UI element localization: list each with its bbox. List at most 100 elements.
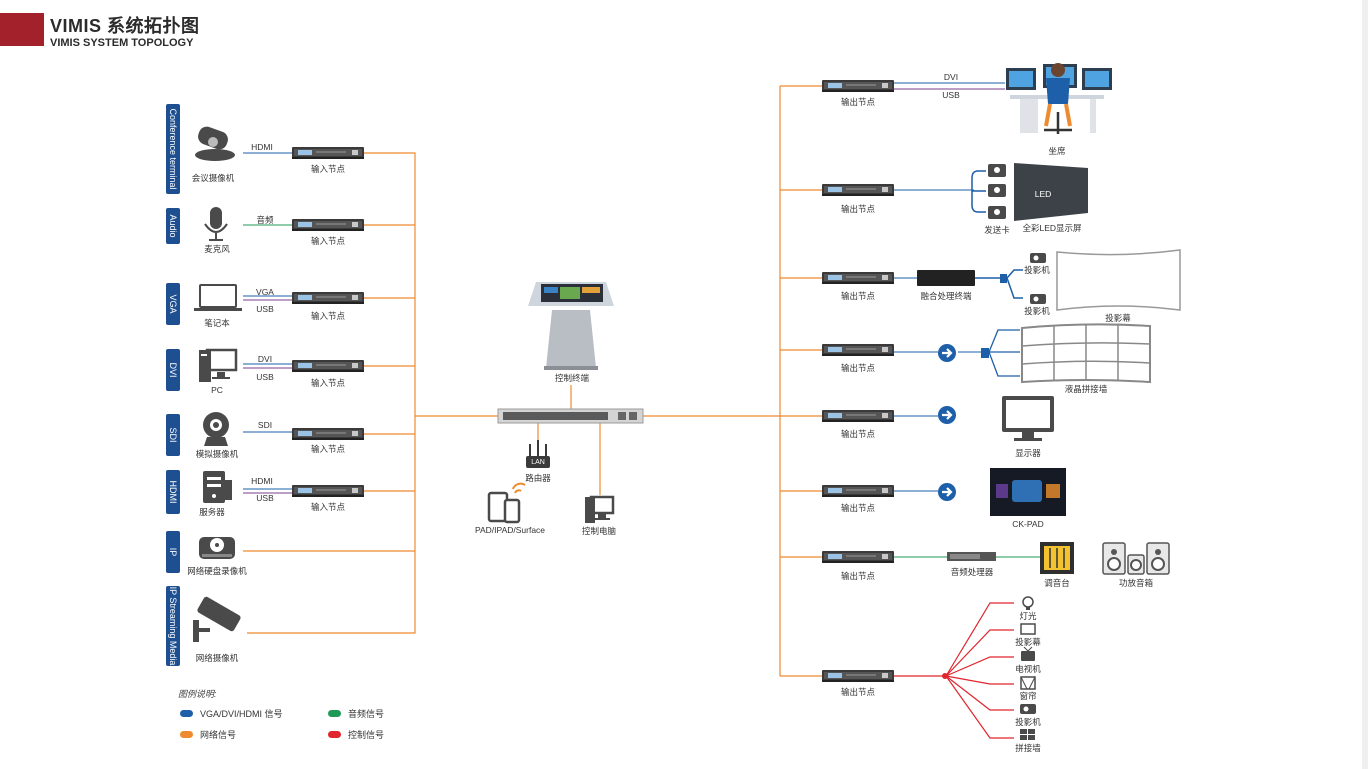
- arrow-right-icon: [936, 481, 958, 503]
- title-accent-bar: [0, 13, 44, 46]
- side-tab-sdi: SDI: [166, 414, 180, 456]
- legend-item-control: 控制信号: [328, 728, 384, 741]
- control-target-label: 拼接墙: [1015, 743, 1041, 753]
- output-node-label: 输出节点: [840, 97, 876, 107]
- input-node-label: 输入节点: [310, 444, 346, 454]
- page-title: VIMIS 系统拓扑图: [50, 16, 200, 36]
- control-terminal-label: 控制终端: [554, 373, 590, 383]
- projector-small-icon: [1020, 704, 1036, 714]
- control-signal-lines: [894, 602, 1014, 739]
- control-pc-icon: [585, 495, 615, 523]
- audio-processor-icon: [947, 552, 996, 561]
- control-target-label: 窗帘: [1019, 691, 1037, 701]
- input-node-label: 输入节点: [310, 164, 346, 174]
- legend-item-network: 网络信号: [180, 728, 236, 741]
- input-network-lines: [243, 85, 822, 677]
- signal-label: USB: [256, 372, 274, 382]
- device-label: 笔记本: [204, 318, 230, 328]
- webcam-icon: [203, 412, 229, 446]
- monitor-label: 显示器: [1015, 448, 1041, 458]
- ck-pad-label: CK-PAD: [1012, 519, 1044, 529]
- sending-card-icon: [988, 164, 1006, 219]
- input-node-label: 输入节点: [310, 311, 346, 321]
- mixer-label: 调音台: [1044, 578, 1070, 588]
- output-nodes: [822, 80, 894, 682]
- input-signal-lines: [243, 152, 292, 494]
- side-tab-ip: IP: [166, 531, 180, 573]
- output-node-label: 输出节点: [840, 363, 876, 373]
- device-label: 麦克风: [204, 244, 230, 254]
- signal-label: DVI: [943, 72, 959, 82]
- router-icon: [526, 440, 550, 468]
- mixer-icon: [1040, 542, 1074, 574]
- side-tab-conference-terminal: Conference terminal: [166, 104, 180, 194]
- curtain-icon: [1020, 676, 1036, 690]
- led-screen-icon: [1014, 163, 1088, 221]
- projection-screen-icon: [1056, 249, 1181, 311]
- signal-label: USB: [942, 90, 960, 100]
- audio-processor-label: 音频处理器: [950, 567, 994, 577]
- nvr-icon: [199, 537, 235, 559]
- light-icon: [1022, 596, 1034, 610]
- signal-label: HDMI: [251, 142, 273, 152]
- microphone-icon: [204, 207, 228, 241]
- speaker-label: 功放音箱: [1118, 578, 1154, 588]
- control-target-label: 投影幕: [1015, 637, 1041, 647]
- tablet-label: PAD/IPAD/Surface: [474, 525, 546, 535]
- side-tab-vga: VGA: [166, 283, 180, 325]
- input-node-label: 输入节点: [310, 378, 346, 388]
- output-node-label: 输出节点: [840, 204, 876, 214]
- blending-processor-label: 融合处理终端: [920, 291, 972, 301]
- ip-camera-icon: [193, 596, 241, 642]
- device-label: 会议摄像机: [191, 173, 235, 183]
- tv-icon: [1021, 646, 1035, 661]
- ck-pad-icon: [990, 468, 1066, 516]
- signal-label: USB: [256, 493, 274, 503]
- projector-label: 投影机: [1024, 265, 1050, 275]
- server-icon: [203, 471, 232, 503]
- output-node-label: 输出节点: [840, 687, 876, 697]
- control-target-label: 灯光: [1019, 611, 1037, 621]
- scrollbar[interactable]: [1362, 0, 1368, 769]
- projector-icon: [1030, 253, 1046, 304]
- input-node-label: 输入节点: [310, 236, 346, 246]
- signal-label: 音频: [256, 215, 274, 225]
- signal-label: HDMI: [251, 476, 273, 486]
- pc-icon: [199, 348, 238, 382]
- legend-item-video: VGA/DVI/HDMI 信号: [180, 707, 283, 720]
- legend-item-audio: 音频信号: [328, 707, 384, 720]
- router-label: 路由器: [525, 473, 551, 483]
- device-label: 网络硬盘录像机: [187, 566, 247, 576]
- workstation-icon: [1006, 63, 1112, 134]
- side-tab-audio: Audio: [166, 208, 180, 244]
- input-node-label: 输入节点: [310, 502, 346, 512]
- legend-title: 图例说明:: [178, 689, 217, 699]
- device-label: 模拟摄像机: [195, 449, 239, 459]
- output-node-label: 输出节点: [840, 291, 876, 301]
- side-tab-dvi: DVI: [166, 349, 180, 391]
- side-tab-ip-streaming-media: IP Streaming Media: [166, 586, 180, 666]
- speaker-icon: [1102, 542, 1170, 575]
- blending-processor-icon: [917, 270, 975, 286]
- side-tab-hdmi: HDMI: [166, 470, 180, 514]
- page-subtitle: VIMIS SYSTEM TOPOLOGY: [50, 37, 194, 49]
- device-label: 服务器: [199, 507, 225, 517]
- control-target-label: 投影机: [1015, 717, 1041, 727]
- conference-camera-icon: [195, 126, 235, 161]
- laptop-icon: [194, 284, 242, 311]
- video-wall-small-icon: [1020, 729, 1035, 740]
- signal-label: SDI: [257, 420, 273, 430]
- signal-label: DVI: [257, 354, 273, 364]
- arrow-right-icon: [936, 404, 958, 426]
- control-target-label: 电视机: [1015, 664, 1041, 674]
- led-screen-label: 全彩LED显示屏: [1022, 223, 1082, 233]
- tablet-icon: [487, 482, 526, 524]
- video-wall-label: 液晶拼接墙: [1064, 384, 1108, 394]
- signal-label: USB: [256, 304, 274, 314]
- device-label: PC: [211, 385, 223, 395]
- led-tag: LED: [1034, 189, 1052, 199]
- workstation-label: 坐席: [1048, 146, 1066, 156]
- network-switch-icon: [497, 408, 644, 424]
- monitor-icon: [1002, 396, 1054, 441]
